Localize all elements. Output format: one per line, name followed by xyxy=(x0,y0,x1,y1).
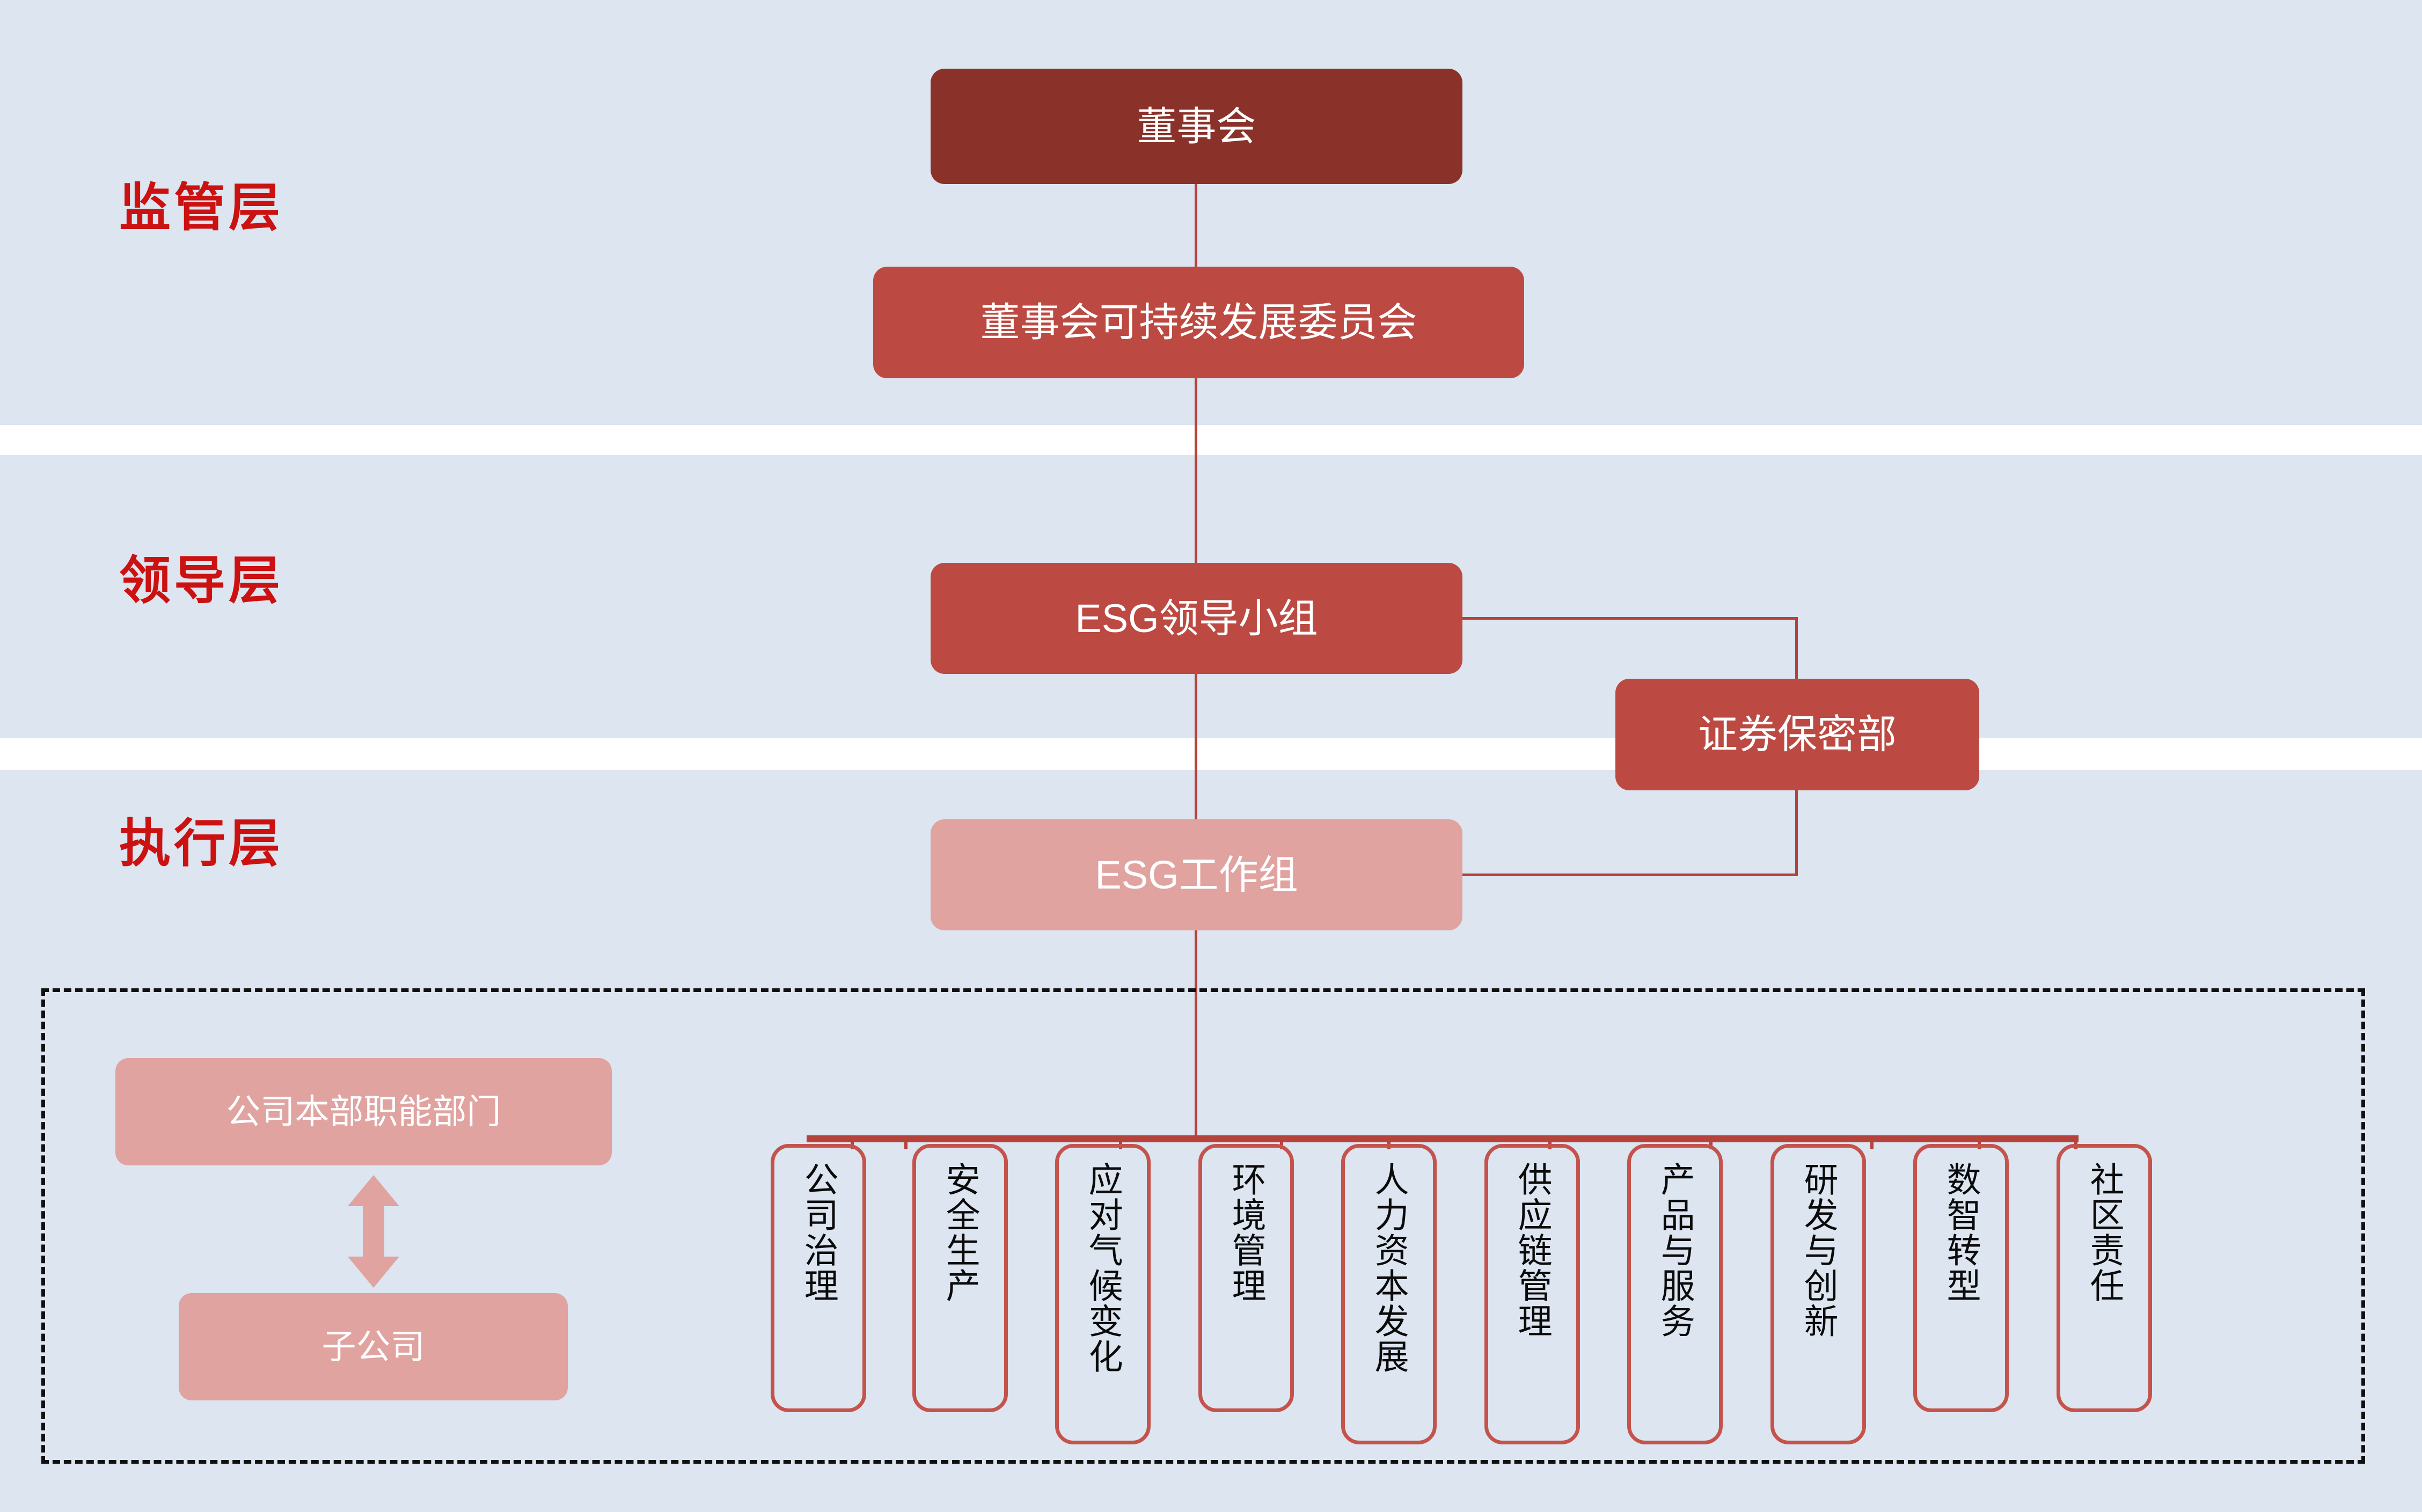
topic-box-3[interactable]: 应对气候变化 xyxy=(1055,1144,1151,1444)
connector-committee-to-esg-leadership xyxy=(1195,378,1197,564)
connector-esg-leadership-to-working-group xyxy=(1195,674,1197,820)
topic-stub-4 xyxy=(1280,1135,1283,1149)
topic-label-4: 环境管理 xyxy=(1227,1162,1266,1303)
topic-stub-9 xyxy=(1978,1135,1981,1149)
topic-stub-5 xyxy=(1387,1135,1391,1149)
layer-title-supervisory: 监管层 xyxy=(119,179,283,237)
topic-box-5[interactable]: 人力资本发展 xyxy=(1341,1144,1437,1444)
topic-stub-3 xyxy=(1119,1135,1122,1149)
topic-box-6[interactable]: 供应链管理 xyxy=(1484,1144,1580,1444)
topic-label-10: 社区责任 xyxy=(2085,1162,2124,1303)
node-esg-working-group[interactable]: ESG工作组 xyxy=(931,819,1462,930)
topic-stub-1 xyxy=(851,1135,854,1149)
topic-label-5: 人力资本发展 xyxy=(1370,1162,1409,1374)
connector-esg-leadership-to-securities-h xyxy=(1462,617,1798,620)
node-securities-confidentiality-dept[interactable]: 证券保密部 xyxy=(1615,679,1979,790)
topic-stub-7 xyxy=(1709,1135,1713,1149)
topic-box-9[interactable]: 数智转型 xyxy=(1913,1144,2009,1412)
connector-board-to-committee xyxy=(1195,184,1197,268)
topic-box-2[interactable]: 安全生产 xyxy=(912,1144,1008,1412)
node-esg-leadership-group[interactable]: ESG领导小组 xyxy=(931,563,1462,674)
topic-label-1: 公司治理 xyxy=(799,1162,838,1303)
topic-label-6: 供应链管理 xyxy=(1513,1162,1552,1339)
topic-label-3: 应对气候变化 xyxy=(1084,1162,1123,1374)
topic-distribution-bus xyxy=(807,1135,2079,1142)
topic-box-8[interactable]: 研发与创新 xyxy=(1770,1144,1866,1444)
node-board-sustainability-committee[interactable]: 董事会可持续发展委员会 xyxy=(873,267,1524,378)
topic-box-4[interactable]: 环境管理 xyxy=(1198,1144,1294,1412)
topic-stub-6 xyxy=(1548,1135,1552,1149)
bidirectional-arrow-icon xyxy=(348,1175,399,1288)
topic-label-9: 数智转型 xyxy=(1942,1162,1981,1303)
connector-esg-leadership-to-securities-v xyxy=(1795,617,1798,680)
topic-box-10[interactable]: 社区责任 xyxy=(2057,1144,2152,1412)
connector-securities-to-working-group-h xyxy=(1462,874,1798,876)
layer-title-execution: 执行层 xyxy=(119,815,283,872)
topic-label-8: 研发与创新 xyxy=(1799,1162,1838,1339)
topic-stub-8 xyxy=(1870,1135,1874,1149)
connector-working-group-to-topic-bus xyxy=(1195,930,1197,1139)
node-board-of-directors[interactable]: 董事会 xyxy=(931,69,1462,184)
topic-stub-10 xyxy=(2074,1135,2077,1149)
node-hq-functional-departments[interactable]: 公司本部职能部门 xyxy=(115,1058,612,1165)
topic-label-2: 安全生产 xyxy=(941,1162,980,1303)
execution-scope-dashed-region xyxy=(41,988,2365,1464)
layer-title-leadership: 领导层 xyxy=(119,552,283,610)
node-subsidiary[interactable]: 子公司 xyxy=(179,1293,568,1400)
connector-securities-to-working-group-v xyxy=(1795,790,1798,876)
topic-box-1[interactable]: 公司治理 xyxy=(771,1144,866,1412)
topic-label-7: 产品与服务 xyxy=(1656,1162,1695,1339)
topic-stub-2 xyxy=(904,1135,908,1149)
topic-box-7[interactable]: 产品与服务 xyxy=(1627,1144,1723,1444)
